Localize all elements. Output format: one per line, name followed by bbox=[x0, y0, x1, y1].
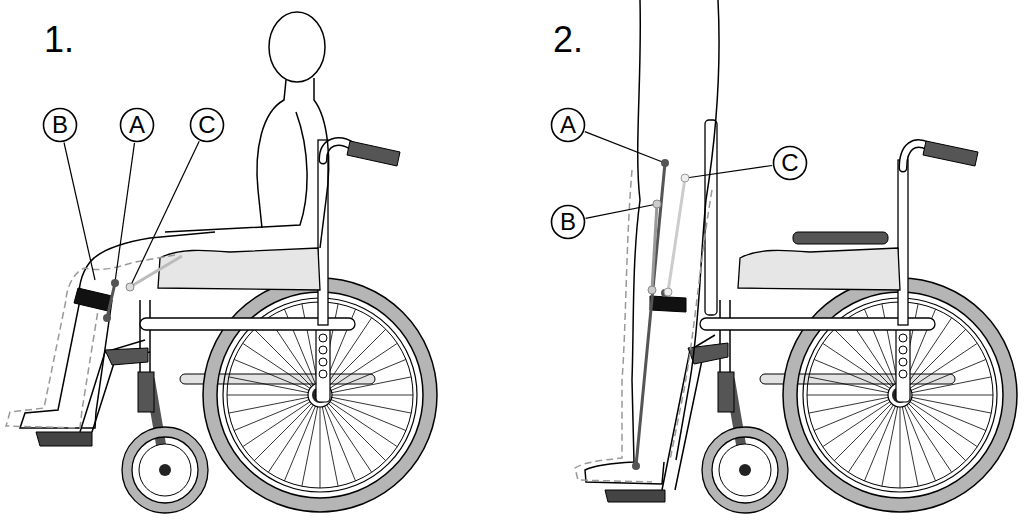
measure-point bbox=[126, 283, 134, 291]
measure-line bbox=[652, 204, 657, 290]
leader-lines-2 bbox=[585, 132, 772, 470]
panel-number: 2. bbox=[553, 22, 583, 58]
handle-grip bbox=[923, 141, 978, 166]
circle-shape bbox=[44, 109, 77, 142]
footrest bbox=[36, 432, 92, 446]
backrest-post bbox=[318, 140, 328, 325]
callout-letter: B bbox=[560, 210, 576, 234]
head bbox=[269, 12, 325, 82]
callout-letter: A bbox=[129, 113, 145, 137]
axle-hole bbox=[319, 334, 327, 342]
measure-point bbox=[111, 279, 119, 287]
footrest bbox=[605, 490, 665, 502]
leader-lines-1 bbox=[64, 141, 199, 322]
axle-plate bbox=[316, 322, 330, 402]
standing-person bbox=[575, 0, 719, 484]
callout-circle: A bbox=[119, 107, 155, 143]
backrest-post bbox=[898, 160, 908, 325]
arm bbox=[165, 112, 307, 232]
callout-circle: C bbox=[189, 107, 225, 143]
leg-strap bbox=[74, 288, 112, 311]
circle-shape bbox=[191, 109, 224, 142]
circle-shape bbox=[552, 206, 585, 239]
measure-point bbox=[661, 159, 669, 167]
axle-hole bbox=[899, 346, 907, 354]
axle-hole bbox=[319, 346, 327, 354]
caster-wheel bbox=[122, 427, 208, 513]
callout-letter: B bbox=[52, 113, 68, 137]
measure-point bbox=[103, 314, 111, 322]
circle-shape bbox=[552, 109, 585, 142]
leg-back bbox=[676, 0, 719, 460]
axle-hole bbox=[319, 358, 327, 366]
leg-front bbox=[585, 0, 664, 484]
measure-point bbox=[653, 200, 661, 208]
leg-strap bbox=[650, 296, 686, 312]
torso-back bbox=[314, 78, 329, 248]
leader-line bbox=[686, 166, 772, 179]
callout-letter: A bbox=[560, 113, 576, 137]
front-frame bbox=[149, 300, 151, 372]
axle-plate bbox=[896, 322, 910, 402]
caster-housing bbox=[138, 372, 154, 412]
measure-point bbox=[681, 174, 689, 182]
caster-wheel bbox=[702, 427, 788, 513]
measure-line bbox=[130, 256, 182, 287]
leader-line bbox=[585, 132, 665, 163]
measure-point bbox=[648, 286, 656, 294]
callout-circle: B bbox=[550, 204, 586, 240]
shin bbox=[20, 262, 112, 428]
leader-line bbox=[64, 143, 95, 281]
seat-cushion bbox=[158, 248, 320, 290]
torso-front bbox=[257, 80, 286, 228]
callout-letter: C bbox=[781, 151, 798, 175]
callout-circle: C bbox=[772, 145, 808, 181]
callout-letter: C bbox=[198, 113, 215, 137]
leader-line bbox=[586, 204, 657, 218]
armrest-pad bbox=[793, 232, 888, 244]
callout-circle: A bbox=[550, 107, 586, 143]
callout-circle: B bbox=[42, 107, 78, 143]
measure-line bbox=[636, 163, 665, 466]
shin-alternate bbox=[6, 255, 175, 428]
leg-rest-bracket bbox=[105, 348, 148, 365]
measure-point bbox=[664, 288, 672, 296]
circle-shape bbox=[121, 109, 154, 142]
caster-housing bbox=[718, 372, 734, 412]
axle-hole bbox=[899, 370, 907, 378]
measure-line bbox=[107, 283, 115, 318]
leader-line bbox=[131, 141, 199, 285]
seat-cushion bbox=[738, 248, 900, 290]
front-frame bbox=[719, 300, 721, 372]
axle-hole bbox=[899, 358, 907, 366]
axle-hole bbox=[899, 334, 907, 342]
measure-line bbox=[668, 178, 685, 292]
circle-shape bbox=[774, 147, 807, 180]
measure-point bbox=[632, 462, 640, 470]
axle-hole bbox=[319, 370, 327, 378]
wheelchair-2 bbox=[605, 120, 1017, 513]
leader-line bbox=[115, 143, 135, 282]
thigh bbox=[90, 232, 215, 262]
seated-person bbox=[6, 12, 329, 428]
backrest-post bbox=[705, 120, 717, 315]
panel-number: 1. bbox=[44, 22, 74, 58]
handle-grip bbox=[347, 141, 400, 166]
front-frame bbox=[729, 300, 731, 372]
